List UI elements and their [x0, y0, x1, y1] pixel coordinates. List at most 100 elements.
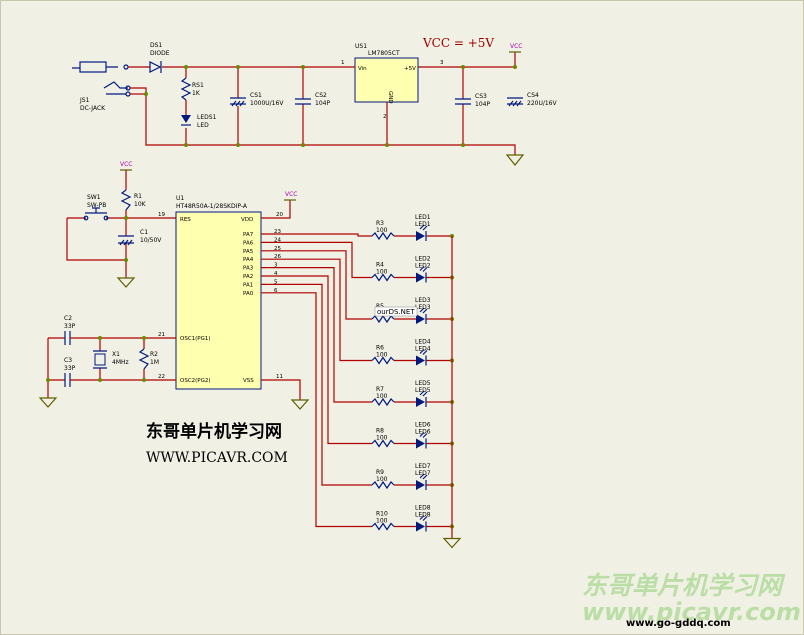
led-emission-arrows — [419, 224, 428, 241]
capacitor-cs2: CS2 104P — [295, 67, 330, 145]
overlay-tag: ourDS.NET — [374, 306, 418, 317]
ground-symbol-reset — [116, 277, 136, 288]
led-ref-sub: LED4 — [415, 346, 431, 353]
led-symbol — [416, 272, 425, 283]
ds1-name: DIODE — [150, 50, 170, 57]
cs1-ref: CS1 — [250, 92, 262, 99]
led-ref: LED2 — [415, 256, 431, 263]
led-ref: LED3 — [415, 297, 431, 304]
u1-name: HT48R50A-1/28SKDIP-A — [176, 203, 248, 210]
port-pin-number: 3 — [274, 263, 278, 269]
ground-symbol-mcu — [290, 399, 310, 410]
led-emission-arrows — [419, 515, 428, 532]
u1-pin-osc1: OSC1(PG1) — [180, 336, 211, 342]
port-trace — [261, 250, 372, 320]
port-pin-number: 23 — [274, 229, 281, 235]
led-symbol — [416, 521, 425, 532]
watermark: 东哥单片机学习网 www.picavr.com www.go-gddq.com — [582, 571, 801, 629]
led-ref-sub: LED7 — [415, 470, 431, 477]
leds1-ref: LEDS1 — [197, 114, 217, 121]
resistor-value: 100 — [376, 518, 388, 525]
port-trace — [261, 292, 372, 528]
port-trace — [261, 233, 372, 237]
port-pin-name: PA5 — [243, 249, 254, 255]
r1-ref: R1 — [134, 193, 142, 200]
led-emission-arrows — [419, 390, 428, 407]
r1-val: 10K — [134, 201, 147, 208]
us1-pin3: 3 — [440, 60, 444, 66]
port-pin-name: PA0 — [243, 291, 254, 297]
watermark-small: www.go-gddq.com — [626, 618, 731, 629]
ground-symbol-leds — [442, 537, 462, 549]
pin-num-osc1: 21 — [158, 332, 165, 338]
sw1-ref: SW1 — [87, 194, 101, 201]
resistor-ref: R9 — [376, 469, 384, 476]
x1-val: 4MHz — [112, 359, 129, 366]
resistor-value: 100 — [376, 476, 388, 483]
port-pin-number: 26 — [274, 254, 281, 260]
resistor-ref: R3 — [376, 220, 384, 227]
cs2-ref: CS2 — [315, 92, 327, 99]
r2-ref: R2 — [150, 351, 158, 358]
cs3-val: 104P — [475, 101, 490, 108]
reset-section: VCC R1 10K SW1 SW-PB 19 C1 10/50V — [66, 161, 176, 288]
led-ref: LED6 — [415, 422, 431, 429]
ds1-ref: DS1 — [150, 42, 162, 49]
led-ref-sub: LED6 — [415, 429, 431, 436]
us1-name: LM7805CT — [368, 50, 400, 57]
resistor — [371, 439, 395, 448]
port-trace — [261, 275, 372, 445]
led-symbol — [416, 438, 425, 449]
port-pin-name: PA3 — [243, 266, 254, 272]
cs4-val: 220U/16V — [527, 100, 558, 107]
led-ref-sub: LED1 — [415, 221, 431, 228]
u1-pin-vss: VSS — [243, 378, 254, 384]
led-emission-arrows — [419, 307, 428, 324]
led-ref: LED1 — [415, 214, 431, 221]
sw1-name: SW-PB — [87, 202, 106, 209]
c3-val: 33P — [64, 365, 76, 372]
svg-text:ourDS.NET: ourDS.NET — [377, 308, 415, 316]
port-trace — [261, 241, 372, 279]
us1-gnd: GND — [387, 91, 393, 104]
port-pin-number: 6 — [274, 288, 278, 294]
led-ref: LED5 — [415, 380, 431, 387]
us1-vout: +5V — [404, 66, 416, 72]
c2-val: 33P — [64, 323, 76, 330]
js1-name: DC-JACK — [80, 105, 106, 112]
port-trace — [261, 267, 372, 403]
watermark-url: www.picavr.com — [582, 598, 801, 626]
resistor-value: 100 — [376, 393, 388, 400]
port-pin-name: PA6 — [243, 240, 254, 246]
resistor-ref: R10 — [376, 511, 388, 518]
resistor-rs1-led: RS1 1K LEDS1 LED — [180, 67, 217, 145]
c2-ref: C2 — [64, 315, 72, 322]
vcc-symbol-reset: VCC — [120, 161, 132, 168]
led-emission-arrows — [419, 266, 428, 283]
led-emission-arrows — [419, 473, 428, 490]
resistor-ref: R4 — [376, 262, 384, 269]
cs3-ref: CS3 — [475, 93, 487, 100]
resistor-value: 100 — [376, 352, 388, 359]
watermark-cn: 东哥单片机学习网 — [582, 571, 786, 600]
resistor — [371, 397, 395, 407]
port-pin-number: 25 — [274, 246, 281, 252]
x1-ref: X1 — [112, 351, 120, 358]
resistor-ref: R6 — [376, 345, 384, 352]
pin-num-res: 19 — [158, 212, 165, 218]
led-ref-sub: LED2 — [415, 263, 431, 270]
capacitor-cs4: CS4 220U/16V — [507, 92, 558, 107]
led-symbol — [416, 314, 425, 324]
r2-val: 1M — [150, 359, 159, 366]
led-symbol — [416, 231, 425, 241]
u1-pin-osc2: OSC2(PG2) — [180, 378, 211, 384]
us1-ref: US1 — [355, 43, 367, 50]
port-pin-name: PA2 — [243, 274, 253, 280]
ground-symbol-power — [505, 154, 525, 166]
us1-vin: Vin — [358, 66, 367, 72]
vcc-note: VCC = +5V — [422, 36, 494, 50]
port-pin-name: PA7 — [243, 232, 254, 238]
